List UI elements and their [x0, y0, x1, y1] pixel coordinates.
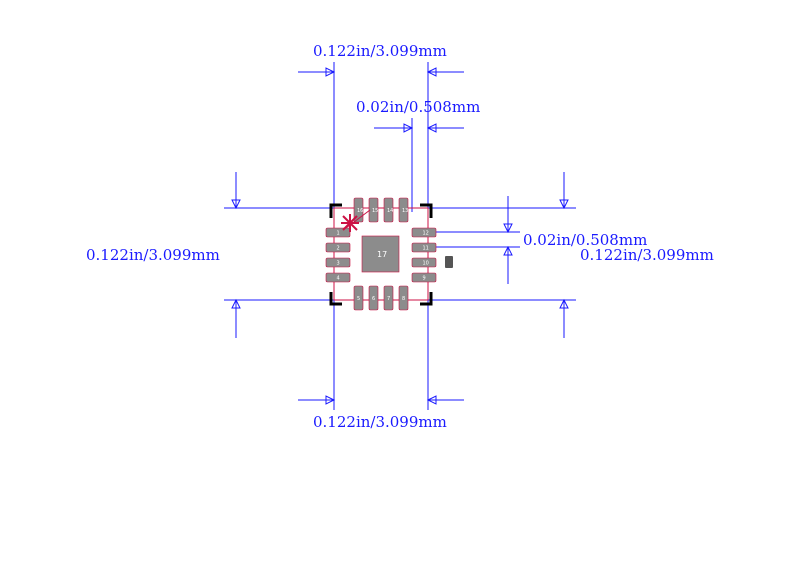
arrowhead-left-bottom — [231, 298, 241, 309]
dim-label-bottom-width: 0.122in/3.099mm — [313, 413, 447, 431]
pad-label-bottom-3: 8 — [402, 296, 405, 302]
pad-bottom-3 — [398, 285, 409, 311]
arrowhead-top-right — [426, 67, 437, 77]
corner-top-left — [329, 203, 342, 218]
arrowhead-pitch-left — [403, 123, 414, 133]
pads-left: 1 2 3 4 — [325, 227, 351, 283]
pad-label-right-0: 12 — [423, 230, 429, 236]
arrowhead-rpitch-bottom — [503, 245, 513, 256]
exposed-pad-label: 17 — [377, 250, 387, 259]
arrowhead-right-bottom — [559, 298, 569, 309]
arrowhead-left-top — [231, 199, 241, 210]
component-outline — [333, 207, 429, 301]
pad-left-1 — [325, 242, 351, 253]
pads-top: 16 15 14 13 — [353, 197, 409, 223]
pad-right-1 — [411, 242, 437, 253]
pads-bottom: 5 6 7 8 — [353, 285, 409, 311]
pad-right-3 — [411, 272, 437, 283]
arrowhead-right-top — [559, 199, 569, 210]
arrowhead-pitch-right — [426, 123, 437, 133]
pad-right-2 — [411, 257, 437, 268]
asterisk-icon — [341, 209, 371, 232]
pad-label-right-1: 11 — [423, 245, 429, 251]
pad-bottom-2 — [383, 285, 394, 311]
pad-label-right-2: 10 — [423, 260, 429, 266]
pads-right: 12 11 10 9 — [411, 227, 437, 283]
pad-label-bottom-1: 6 — [372, 296, 375, 302]
polarity-pad — [445, 256, 453, 268]
pad-label-top-0: 16 — [357, 208, 363, 214]
silkscreen-corners — [329, 203, 433, 306]
pad-top-2 — [383, 197, 394, 223]
pad-label-bottom-2: 7 — [387, 296, 390, 302]
pad-label-top-1: 15 — [372, 208, 378, 214]
dim-label-right-height: 0.122in/3.099mm — [580, 246, 714, 264]
pad-top-3 — [398, 197, 409, 223]
pad-left-2 — [325, 257, 351, 268]
pad-label-right-3: 9 — [423, 275, 426, 281]
pad-top-1 — [368, 197, 379, 223]
arrowhead-bottom-right — [426, 395, 437, 405]
exposed-pad — [361, 235, 400, 273]
pad-left-3 — [325, 272, 351, 283]
arrowhead-bottom-left — [325, 395, 336, 405]
corner-top-right — [420, 203, 433, 218]
dim-label-left-height: 0.122in/3.099mm — [86, 246, 220, 264]
pad-label-left-1: 2 — [337, 245, 340, 251]
corner-bottom-right — [420, 292, 433, 306]
pad-label-top-3: 13 — [402, 208, 408, 214]
pad-bottom-0 — [353, 285, 364, 311]
pad-label-bottom-0: 5 — [357, 296, 360, 302]
pad-label-top-2: 14 — [387, 208, 393, 214]
pad-label-left-2: 3 — [337, 260, 340, 266]
pad-label-left-0: 1 — [337, 230, 340, 236]
dim-label-top-width: 0.122in/3.099mm — [313, 42, 447, 60]
pad-label-left-3: 4 — [337, 275, 340, 281]
corner-bottom-left — [329, 292, 342, 306]
dim-label-pad-pitch-top: 0.02in/0.508mm — [356, 98, 480, 116]
pad-right-0 — [411, 227, 437, 238]
arrowhead-top-left — [325, 67, 336, 77]
arrowhead-rpitch-top — [503, 223, 513, 234]
pad-bottom-1 — [368, 285, 379, 311]
dim-label-right-pitch: 0.02in/0.508mm — [523, 231, 647, 249]
